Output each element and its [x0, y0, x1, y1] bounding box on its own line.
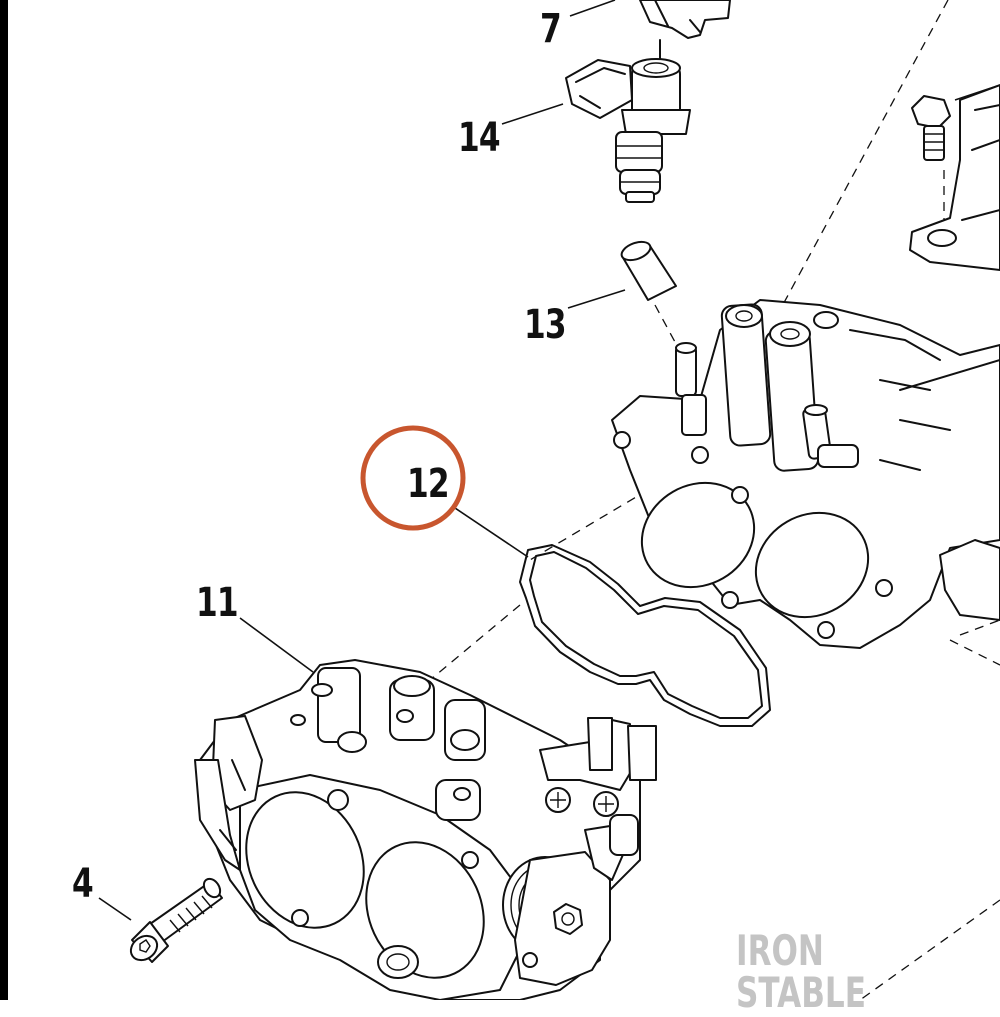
left-edge-bar	[0, 0, 8, 1000]
callout-4: 4	[72, 861, 94, 907]
callout-7: 7	[540, 6, 562, 52]
part-12-gasket	[519, 544, 771, 727]
part-11-throttle-body	[194, 659, 657, 1000]
part-13-vacuum-cap	[620, 240, 677, 301]
callout-13: 13	[524, 302, 567, 348]
callout-12: 12	[407, 461, 450, 507]
leader-lines	[98, 0, 1000, 921]
highlight-circle	[360, 425, 466, 531]
watermark-text: IRON STABLE	[736, 926, 866, 1017]
intake-manifold	[611, 299, 1000, 649]
part-4-cap-screw	[129, 877, 223, 963]
part-7-connector	[639, 0, 731, 39]
callout-11: 11	[196, 580, 239, 626]
callout-14: 14	[458, 115, 501, 161]
part-14-fuel-injector	[565, 39, 691, 203]
bracket-bolt-assembly	[909, 84, 1000, 271]
